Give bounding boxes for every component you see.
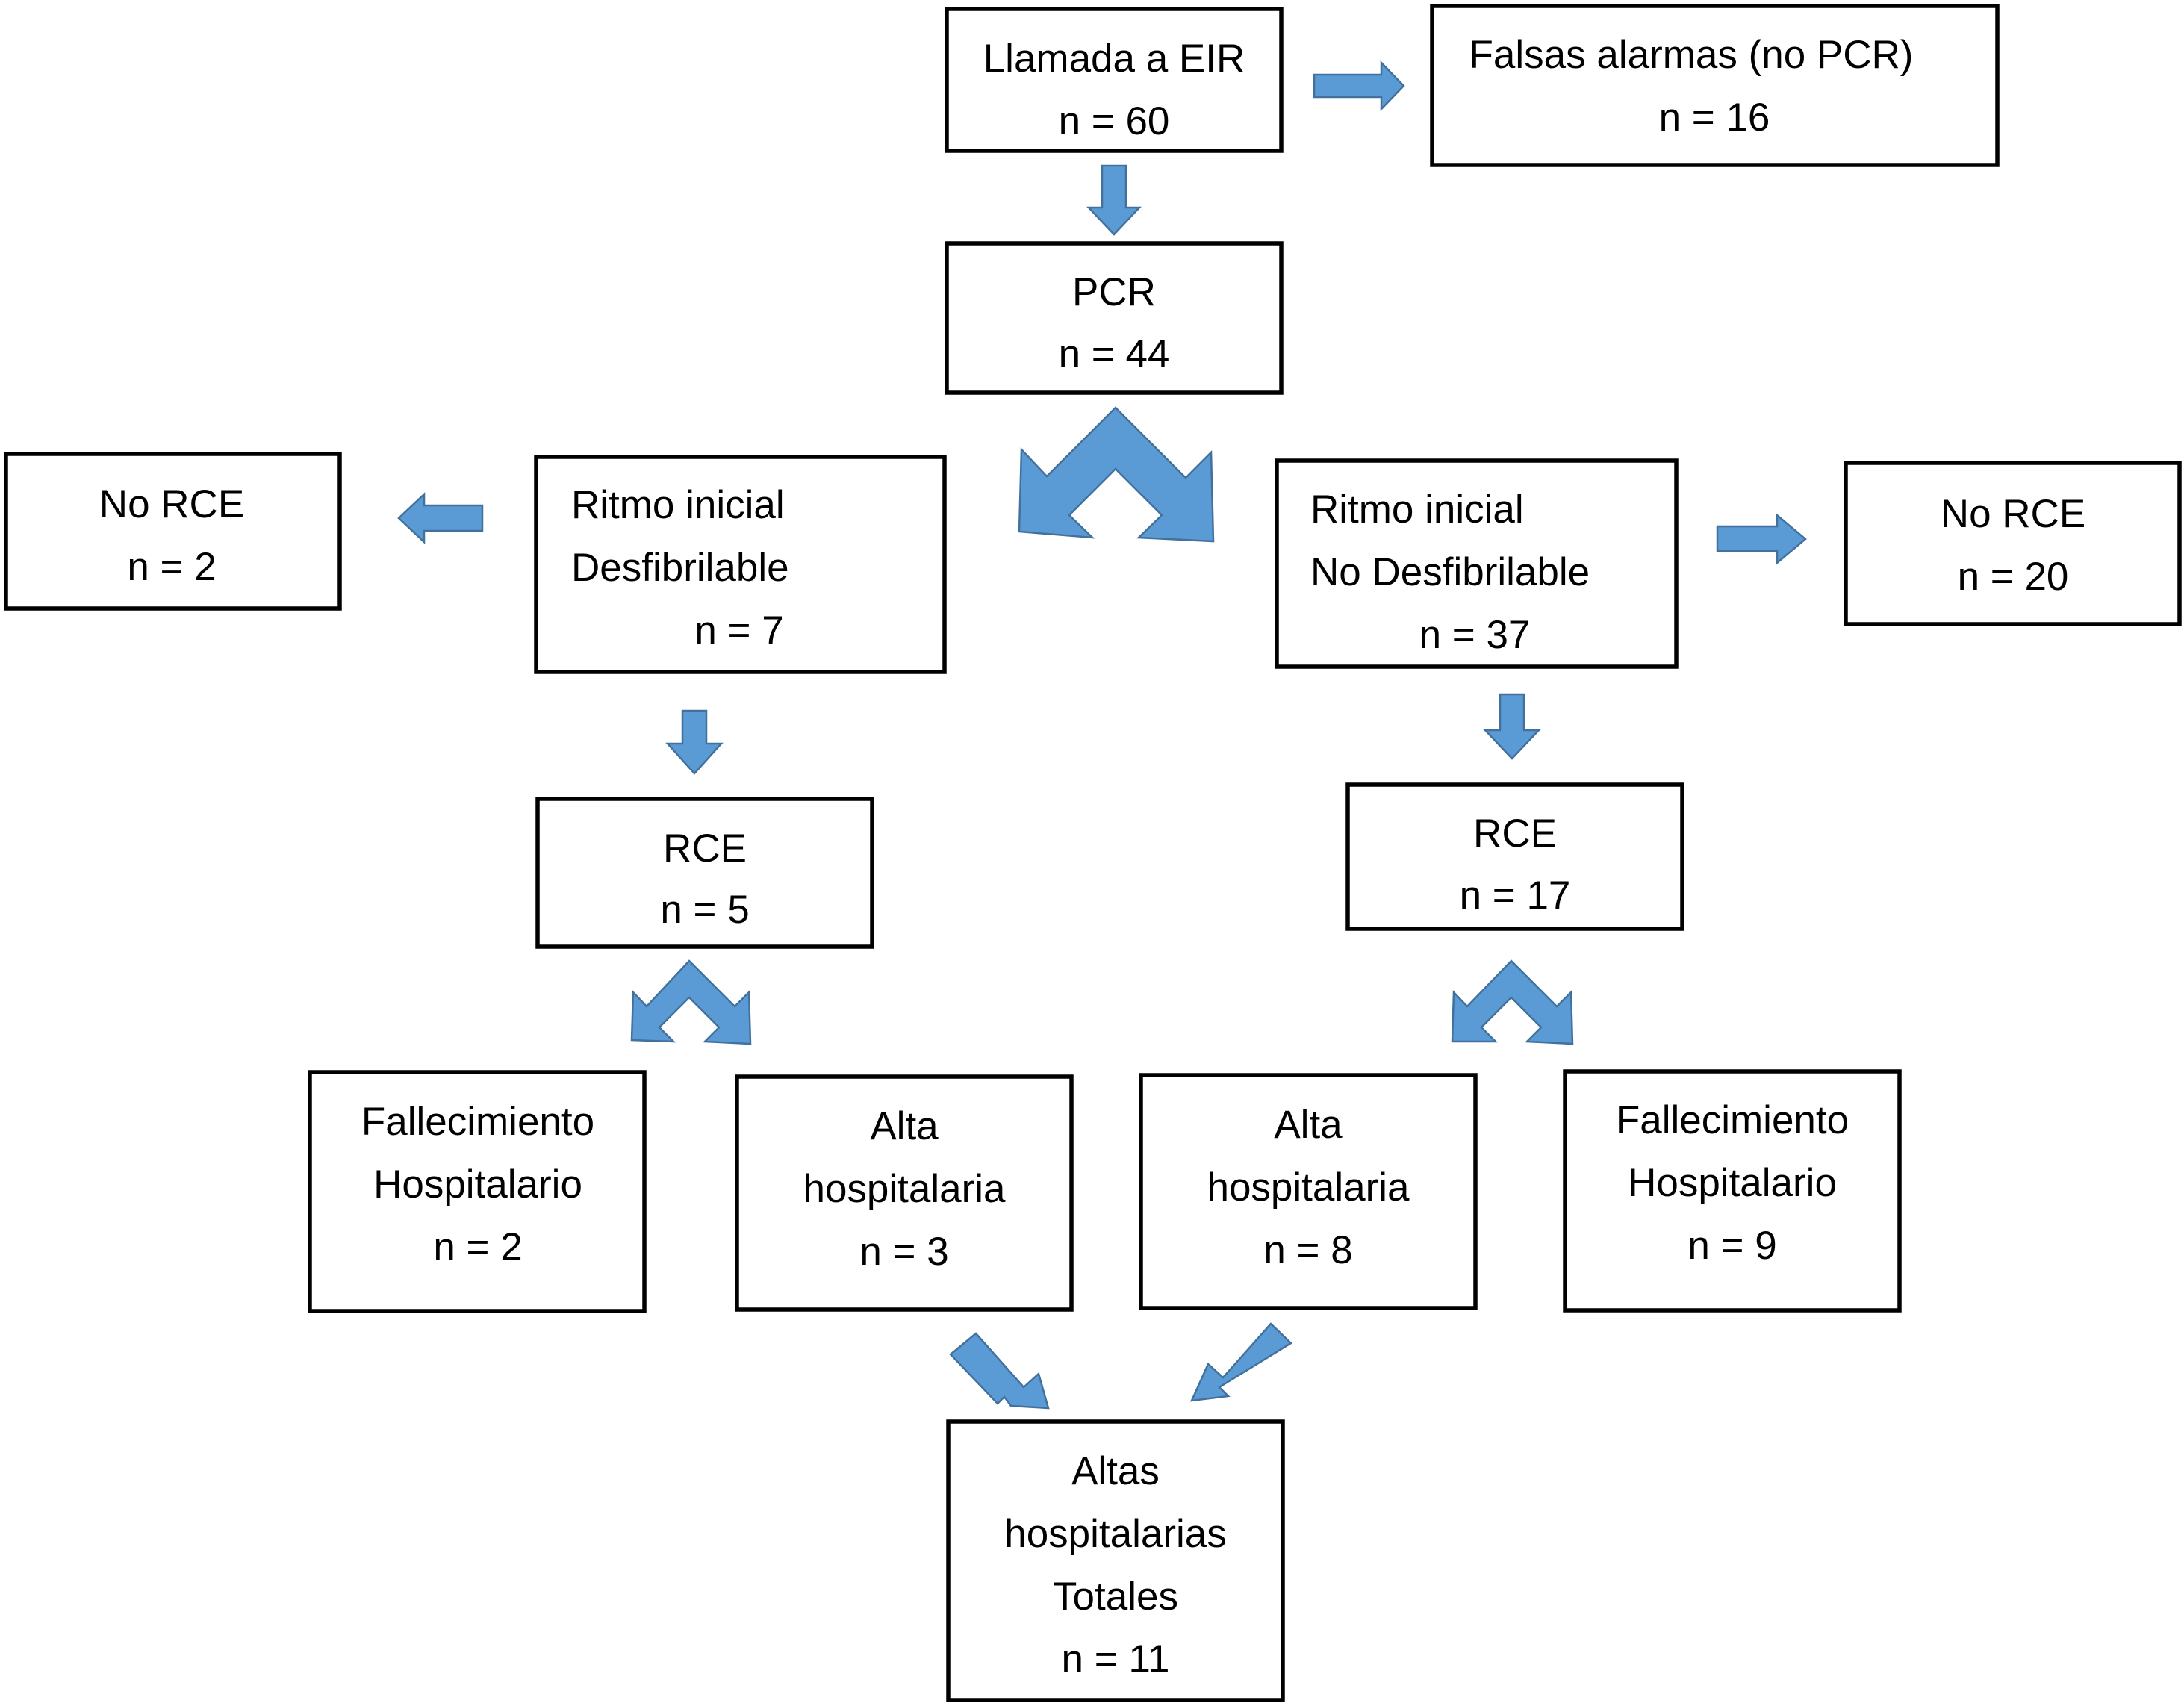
node-fallecimiento-left: Fallecimiento Hospitalario n = 2 bbox=[308, 1070, 647, 1313]
split-chevron-arrow-icon bbox=[630, 959, 752, 1045]
node-line: n = 7 bbox=[694, 608, 783, 653]
node-line: Falsas alarmas (no PCR) bbox=[1469, 33, 1914, 77]
arrow-down-right-icon bbox=[949, 1332, 1050, 1410]
node-falsas-alarmas: Falsas alarmas (no PCR) n = 16 bbox=[1430, 4, 2000, 167]
node-fallecimiento-right: Fallecimiento Hospitalario n = 9 bbox=[1563, 1069, 1902, 1313]
node-line: Ritmo inicial bbox=[571, 483, 785, 527]
node-line: n = 5 bbox=[660, 888, 749, 932]
arrow-left-icon bbox=[397, 492, 484, 544]
node-line: n = 60 bbox=[1059, 99, 1170, 143]
node-line: n = 44 bbox=[1059, 332, 1170, 376]
node-line: n = 9 bbox=[1687, 1224, 1776, 1268]
split-chevron-arrow-icon bbox=[1451, 959, 1574, 1045]
node-alta-right: Alta hospitalaria n = 8 bbox=[1139, 1073, 1478, 1310]
node-ritmo-desfibrilable: Ritmo inicial Desfibrilable n = 7 bbox=[534, 455, 947, 674]
node-ritmo-no-desfibrilable: Ritmo inicial No Desfibrilable n = 37 bbox=[1275, 458, 1679, 669]
node-line: Llamada a EIR bbox=[983, 37, 1245, 81]
node-line: Fallecimiento bbox=[1616, 1098, 1849, 1142]
node-no-rce-right: No RCE n = 20 bbox=[1844, 461, 2182, 626]
node-line: Ritmo inicial bbox=[1310, 488, 1524, 532]
node-line: Hospitalario bbox=[373, 1162, 582, 1207]
node-line: n = 3 bbox=[859, 1230, 948, 1274]
node-line: Desfibrilable bbox=[571, 546, 789, 590]
node-line: n = 2 bbox=[433, 1225, 522, 1269]
node-line: Alta bbox=[870, 1104, 939, 1148]
node-line: Totales bbox=[1053, 1575, 1178, 1619]
node-line: Fallecimiento bbox=[361, 1100, 594, 1144]
node-altas-totales: Altas hospitalarias Totales n = 11 bbox=[946, 1419, 1285, 1702]
arrow-down-left-icon bbox=[1189, 1322, 1293, 1402]
node-alta-left: Alta hospitalaria n = 3 bbox=[735, 1074, 1074, 1312]
node-line: hospitalaria bbox=[1207, 1165, 1410, 1210]
node-line: n = 17 bbox=[1460, 874, 1571, 918]
node-no-rce-left: No RCE n = 2 bbox=[4, 452, 342, 611]
arrow-down-icon bbox=[665, 709, 724, 775]
node-line: Alta bbox=[1274, 1103, 1343, 1147]
node-line: n = 20 bbox=[1958, 555, 2069, 599]
node-llamada-eir: Llamada a EIR n = 60 bbox=[945, 7, 1284, 153]
node-line: n = 37 bbox=[1419, 613, 1531, 657]
node-line: n = 11 bbox=[1062, 1637, 1170, 1681]
node-line: hospitalaria bbox=[803, 1167, 1006, 1211]
node-line: hospitalarias bbox=[1004, 1512, 1227, 1556]
node-rce-left: RCE n = 5 bbox=[535, 797, 874, 949]
node-line: No Desfibrilable bbox=[1310, 550, 1590, 594]
node-line: PCR bbox=[1072, 270, 1156, 314]
split-chevron-arrow-icon bbox=[1018, 406, 1215, 543]
node-line: Altas bbox=[1071, 1449, 1160, 1493]
node-line: n = 2 bbox=[127, 545, 216, 589]
node-pcr: PCR n = 44 bbox=[945, 241, 1284, 395]
node-line: No RCE bbox=[99, 482, 244, 526]
arrow-right-icon bbox=[1313, 60, 1405, 112]
arrow-down-icon bbox=[1086, 164, 1142, 236]
node-line: RCE bbox=[1473, 812, 1557, 856]
node-line: n = 8 bbox=[1263, 1228, 1352, 1272]
node-line: n = 16 bbox=[1659, 96, 1770, 140]
node-rce-right: RCE n = 17 bbox=[1345, 782, 1684, 931]
arrow-right-icon bbox=[1716, 513, 1807, 565]
node-line: RCE bbox=[663, 826, 747, 871]
node-line: No RCE bbox=[1941, 492, 2085, 536]
arrow-down-icon bbox=[1483, 693, 1541, 760]
node-line: Hospitalario bbox=[1628, 1161, 1837, 1205]
